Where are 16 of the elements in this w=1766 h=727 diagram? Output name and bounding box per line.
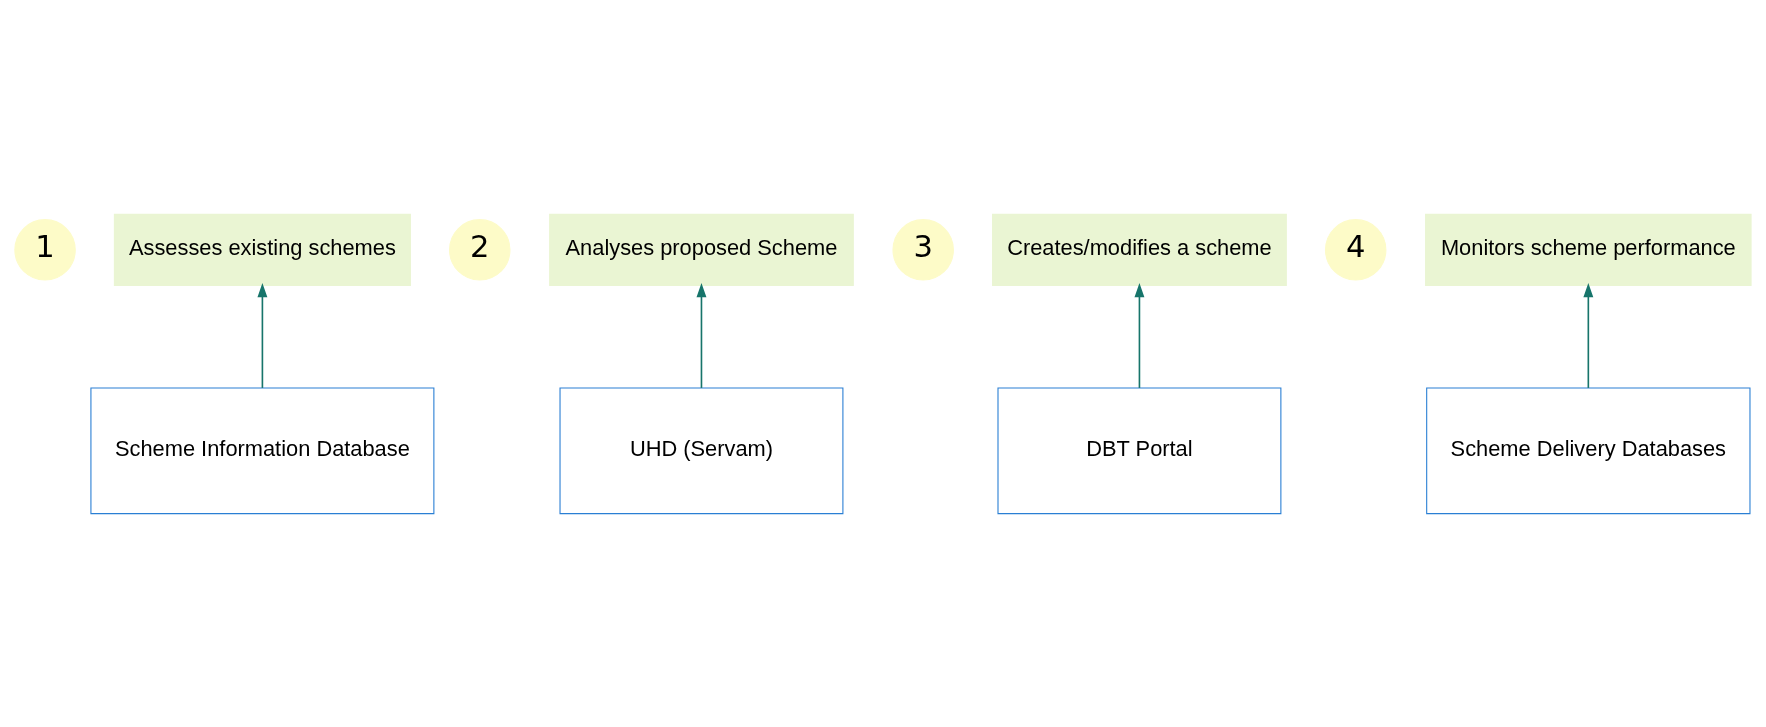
node-box: Scheme Delivery Databases	[1426, 387, 1751, 514]
node-circle: 3	[892, 218, 954, 281]
arrow	[696, 282, 707, 389]
node-box: Scheme Information Database	[90, 387, 435, 514]
node-box: Creates/modifies a scheme	[992, 213, 1287, 286]
node-box: Assesses existing schemes	[113, 213, 411, 286]
node-circle: 2	[449, 218, 511, 281]
arrow	[257, 282, 268, 389]
node-circle: 4	[1324, 218, 1387, 281]
arrow	[1134, 282, 1145, 389]
node-box: DBT Portal	[997, 387, 1282, 514]
arrow	[1583, 282, 1594, 389]
node-box: UHD (Servam)	[559, 387, 844, 514]
node-box: Analyses proposed Scheme	[549, 213, 854, 286]
node-circle: 1	[14, 218, 76, 281]
node-box: Monitors scheme performance	[1425, 213, 1752, 286]
